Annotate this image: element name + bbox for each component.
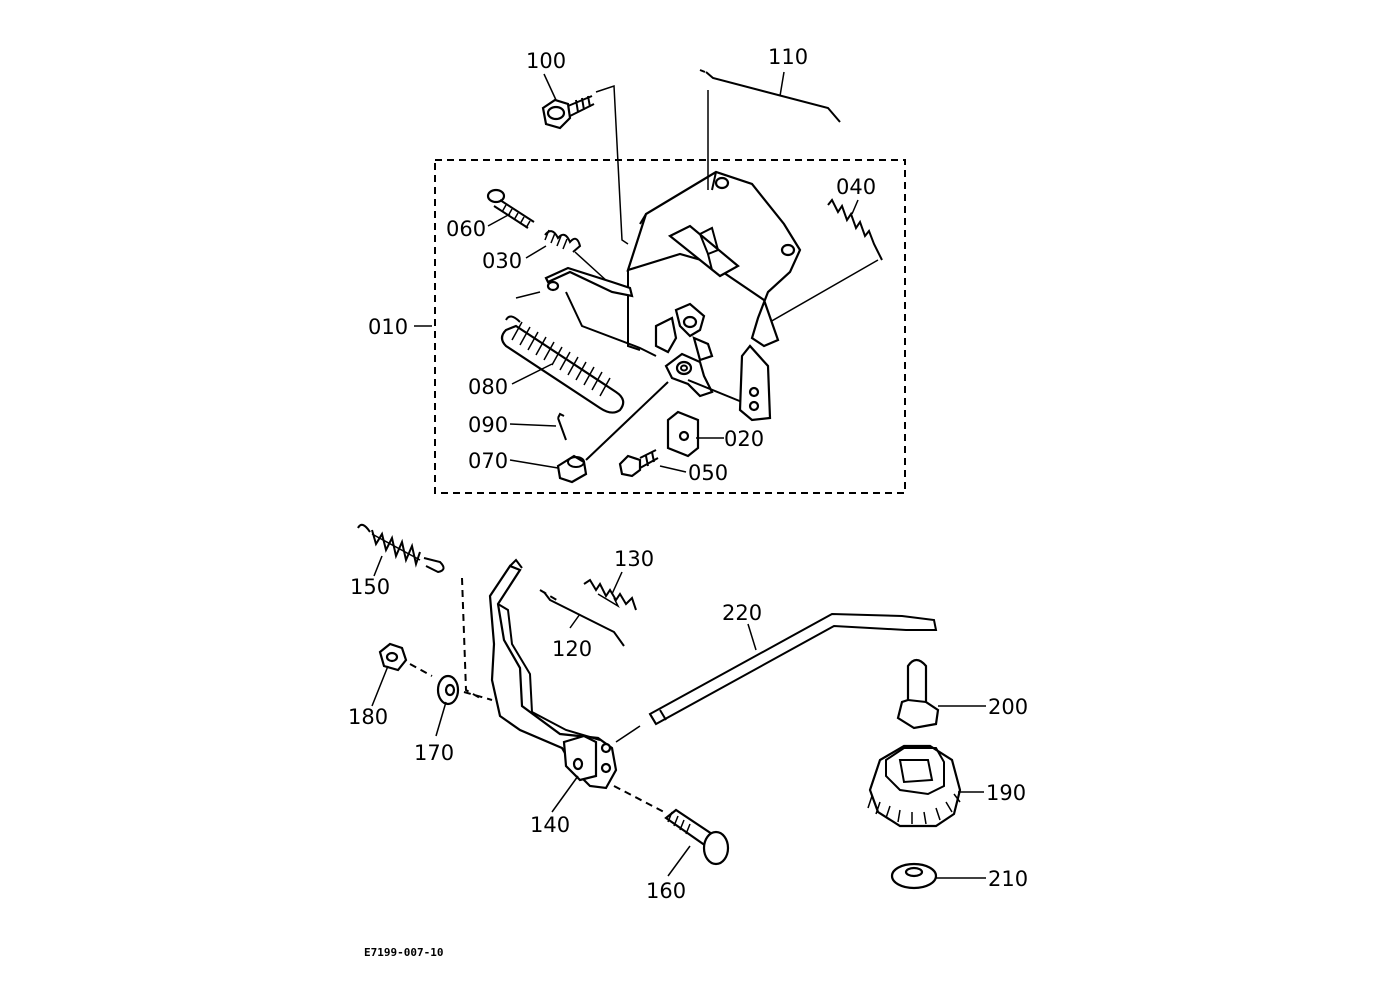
label-170: 170: [414, 741, 454, 765]
label-030: 030: [482, 249, 522, 273]
assembly-guide-lines: [409, 84, 709, 813]
part-030-spring: [544, 229, 609, 283]
part-110-rod: [699, 69, 841, 123]
label-150: 150: [350, 575, 390, 599]
drawing-code: E7199-007-10: [364, 946, 443, 959]
part-180-nut: [378, 642, 408, 672]
label-130: 130: [614, 547, 654, 571]
label-100: 100: [526, 49, 566, 73]
part-140-lever: [488, 558, 618, 790]
governor-lever-parts: [585, 302, 743, 461]
part-080-spring: [500, 315, 625, 414]
label-090: 090: [468, 413, 508, 437]
label-050: 050: [688, 461, 728, 485]
part-120-rod: [543, 591, 625, 647]
part-200-weight: [896, 658, 940, 730]
label-070: 070: [468, 449, 508, 473]
assembly-010-boundary: [434, 159, 906, 494]
label-220: 220: [722, 601, 762, 625]
part-150-spring: [357, 523, 445, 574]
label-080: 080: [468, 375, 508, 399]
leader-lines: [371, 71, 986, 879]
hook-lever: [544, 266, 634, 298]
hook-lever-arm: [565, 291, 657, 357]
part-050-bolt: [618, 449, 659, 478]
label-160: 160: [646, 879, 686, 903]
part-060-bolt: [486, 188, 535, 229]
main-bracket-plate: [626, 170, 802, 351]
part-090-pin: [557, 412, 567, 441]
label-040: 040: [836, 175, 876, 199]
part-210-washer: [890, 862, 938, 890]
right-bracket: [738, 344, 772, 422]
label-120: 120: [552, 637, 592, 661]
hook-lever-hole: [546, 280, 560, 292]
label-060: 060: [446, 217, 486, 241]
part-190-gear: [867, 744, 962, 828]
label-210: 210: [988, 867, 1028, 891]
label-020: 020: [724, 427, 764, 451]
part-170-washer: [436, 674, 460, 706]
part-020-clip: [666, 410, 700, 458]
label-110: 110: [768, 45, 808, 69]
label-010: 010: [368, 315, 408, 339]
label-190: 190: [986, 781, 1026, 805]
part-160-pin: [664, 808, 730, 866]
part-100-bolt: [541, 95, 595, 130]
label-140: 140: [530, 813, 570, 837]
part-070-bushing: [556, 454, 588, 484]
part-130-spring: [583, 578, 637, 611]
label-180: 180: [348, 705, 388, 729]
label-200: 200: [988, 695, 1028, 719]
part-220-rod: [648, 612, 938, 726]
